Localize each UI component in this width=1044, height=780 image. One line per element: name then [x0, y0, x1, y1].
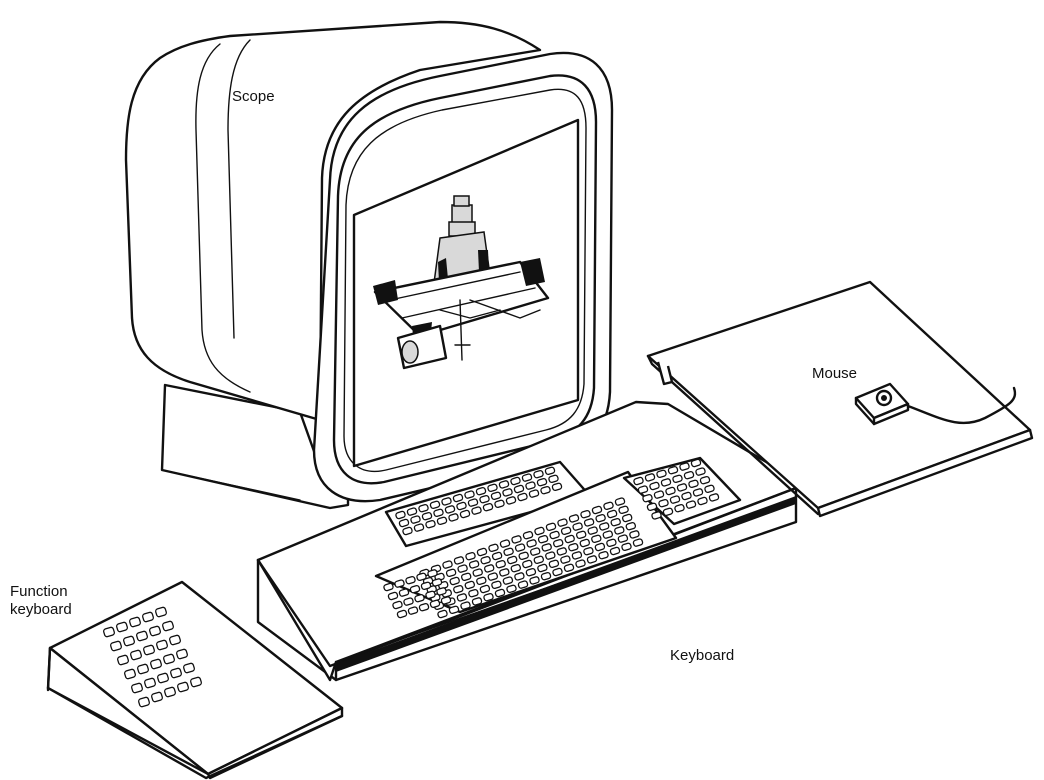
- scope-monitor: [126, 22, 612, 508]
- label-keyboard: Keyboard: [670, 647, 734, 664]
- label-mouse: Mouse: [812, 365, 857, 382]
- label-function-keyboard-line1: Function: [10, 583, 68, 600]
- label-function-keyboard-line2: keyboard: [10, 601, 72, 618]
- label-scope: Scope: [232, 88, 275, 105]
